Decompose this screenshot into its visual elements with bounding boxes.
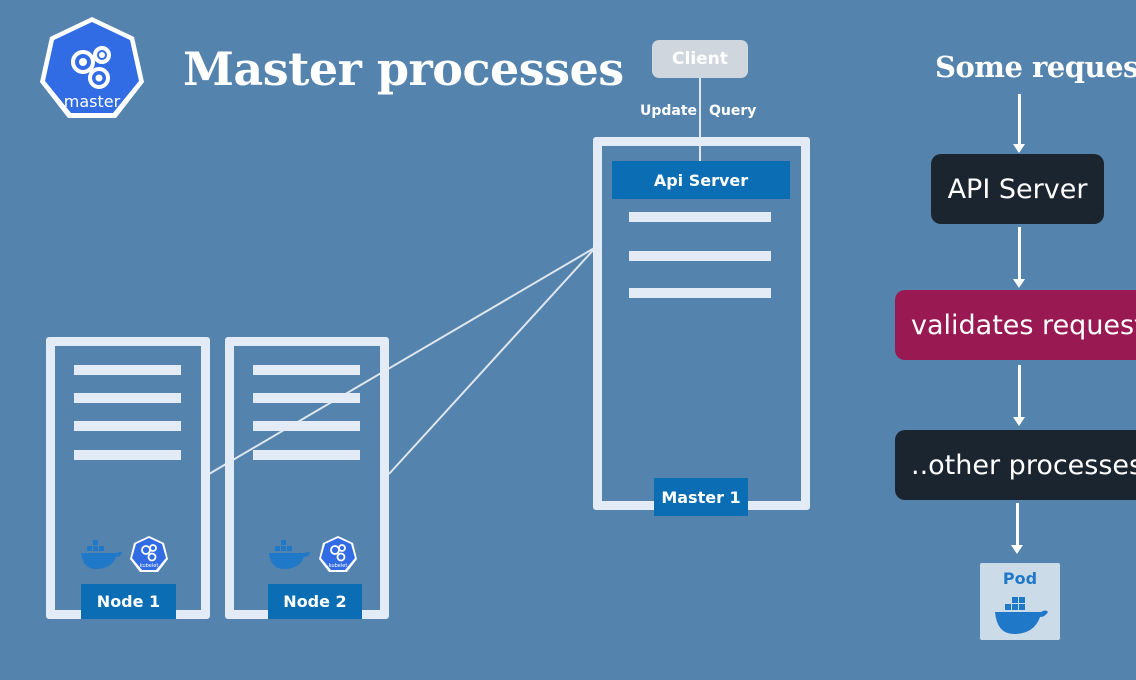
master-name-label: Master 1	[654, 478, 748, 516]
flow-step-api-server: API Server	[931, 154, 1104, 224]
flow-arrow	[1018, 94, 1021, 144]
arrow-head	[1011, 545, 1023, 554]
server-bar	[253, 393, 360, 403]
flow-step-other-processes: ..other processes..	[895, 430, 1136, 500]
master-logo: master	[36, 14, 148, 126]
server-bar	[253, 365, 360, 375]
server-bar	[629, 212, 771, 222]
server-bar	[74, 421, 181, 431]
flow-arrow	[1016, 503, 1019, 545]
logo-text: master	[63, 92, 121, 111]
node-name-label: Node 2	[268, 584, 362, 619]
pod-icon	[995, 597, 1048, 634]
page-title: Master processes	[183, 42, 624, 96]
kubelet-icon: kubelet	[130, 536, 168, 572]
arrow-head	[1013, 279, 1025, 288]
server-bar	[74, 450, 181, 460]
pod-label: Pod	[1002, 569, 1038, 588]
api-server-label: Api Server	[612, 161, 790, 199]
server-bar	[74, 365, 181, 375]
kubelet-icon: kubelet	[319, 536, 357, 572]
node-name-label: Node 1	[81, 584, 176, 619]
pod-box: Pod	[980, 563, 1060, 640]
update-label: Update	[640, 103, 698, 119]
query-label: Query	[709, 103, 757, 119]
docker-whale-icon	[81, 540, 122, 569]
flow-arrow	[1018, 227, 1021, 279]
kubelet-text: kubelet	[140, 563, 159, 569]
docker-whale-icon	[269, 540, 310, 569]
node-server	[46, 337, 210, 619]
flow-title: Some request	[935, 50, 1136, 84]
kubernetes-master-icon	[40, 17, 144, 118]
server-bar	[629, 288, 771, 298]
server-bar	[74, 393, 181, 403]
server-bar	[253, 421, 360, 431]
server-bar	[253, 450, 360, 460]
kubelet-text: kubelet	[329, 563, 348, 569]
flow-step-validates-request: validates request	[895, 290, 1136, 360]
client-box: Client	[652, 40, 748, 78]
node-server	[225, 337, 389, 619]
arrow-head	[1013, 417, 1025, 426]
flow-arrow	[1018, 365, 1021, 417]
server-bar	[629, 251, 771, 261]
arrow-head	[1013, 144, 1025, 153]
